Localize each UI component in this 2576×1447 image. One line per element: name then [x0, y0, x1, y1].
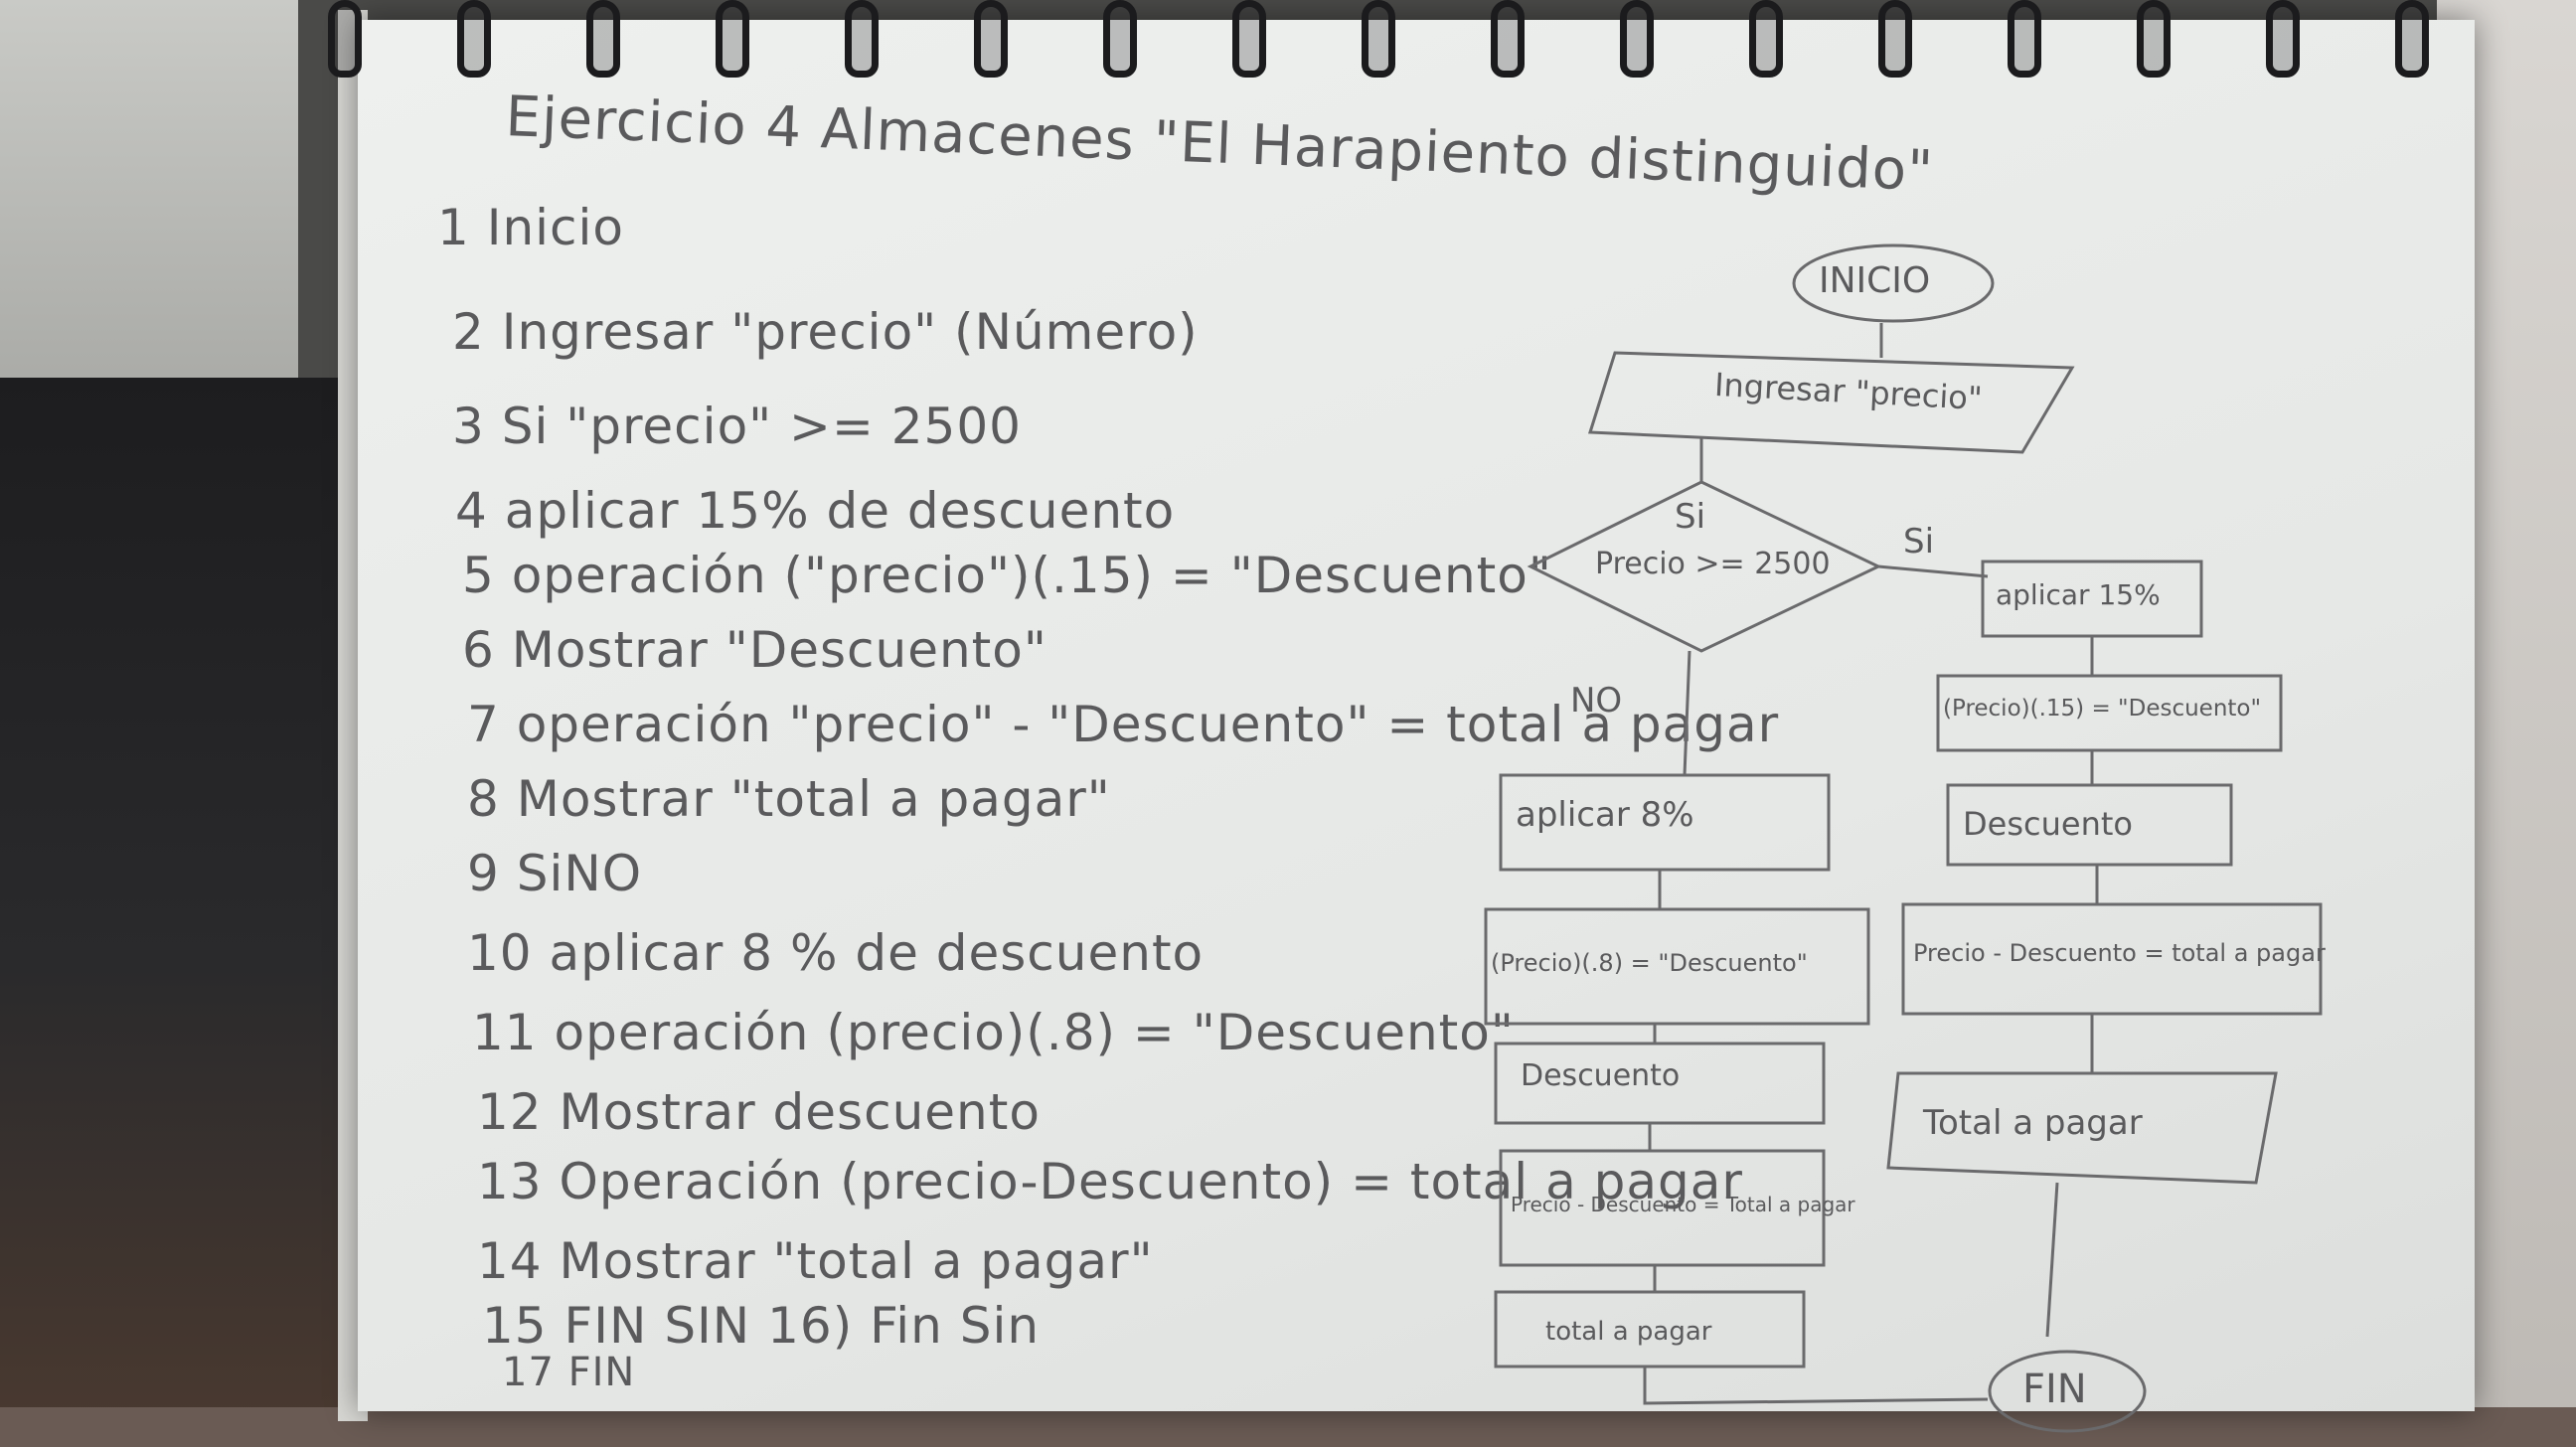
spiral-coil [974, 0, 1008, 78]
step-line: 2 Ingresar "precio" (Número) [452, 303, 1199, 361]
yes-step-label: (Precio)(.15) = "Descuento" [1943, 696, 2262, 722]
yes-step-label: Total a pagar [1923, 1103, 2143, 1143]
yes-step-label: aplicar 15% [1996, 578, 2161, 611]
spiral-coil [457, 0, 491, 78]
no-step-label: aplicar 8% [1516, 795, 1694, 835]
decision-label: Precio >= 2500 [1595, 547, 1831, 581]
decision-si-label: Si [1675, 497, 1706, 537]
no-process-8 [1501, 775, 1829, 870]
yes-output-descuento [1948, 785, 2231, 865]
end-terminal [1990, 1352, 2145, 1431]
end-label: FIN [2022, 1367, 2087, 1412]
yes-process-total [1903, 904, 2321, 1014]
no-output-descuento [1496, 1044, 1824, 1123]
spiral-coil [2137, 0, 2171, 78]
notebook-page [358, 20, 2475, 1411]
spiral-coil [1491, 0, 1525, 78]
spiral-coil [716, 0, 749, 78]
spiral-coil [2266, 0, 2300, 78]
no-process-total [1501, 1151, 1824, 1265]
no-step-label: (Precio)(.8) = "Descuento" [1491, 949, 1808, 977]
background-wall [0, 0, 298, 398]
spiral-coil [586, 0, 620, 78]
spiral-coil [845, 0, 879, 78]
step-line: 10 aplicar 8 % de descuento [467, 924, 1205, 982]
spiral-coil [1620, 0, 1654, 78]
step-line: 4 aplicar 15% de descuento [455, 482, 1176, 540]
start-terminal [1794, 245, 1993, 321]
background-bottom [0, 1407, 2576, 1447]
step-line: 1 Inicio [437, 199, 625, 256]
step-line: 5 operación ("precio")(.15) = "Descuento… [462, 547, 1552, 604]
no-step-label: Precio - Descuento = Total a pagar [1511, 1193, 1855, 1216]
step-line: 11 operación (precio)(.8) = "Descuento" [472, 1004, 1515, 1061]
no-step-label: total a pagar [1545, 1317, 1712, 1347]
step-line: 15 FIN SIN 16) Fin Sin [482, 1297, 1041, 1355]
yes-output-total [1888, 1073, 2276, 1183]
spiral-coil [1103, 0, 1137, 78]
spiral-coil [2008, 0, 2041, 78]
start-label: INICIO [1819, 260, 1931, 301]
step-line: 7 operación "precio" - "Descuento" = tot… [467, 696, 1780, 753]
step-line: 6 Mostrar "Descuento" [462, 621, 1047, 679]
yes-branch-label: Si [1903, 522, 1935, 562]
step-line: 12 Mostrar descuento [477, 1083, 1041, 1141]
yes-step-label: Descuento [1963, 805, 2133, 843]
no-process-calc [1486, 909, 1868, 1024]
step-line: 3 Si "precio" >= 2500 [452, 398, 1022, 455]
no-step-label: Descuento [1521, 1058, 1681, 1093]
no-branch-label: NO [1570, 681, 1623, 721]
step-line: 8 Mostrar "total a pagar" [467, 770, 1111, 828]
input-parallelogram [1590, 353, 2072, 452]
spiral-coil [328, 0, 362, 78]
connector [2047, 1183, 2057, 1337]
yes-step-label: Precio - Descuento = total a pagar [1913, 939, 2326, 967]
connector [1645, 1367, 1988, 1403]
step-line: 13 Operación (precio-Descuento) = total … [477, 1153, 1743, 1210]
no-output-total [1496, 1292, 1804, 1367]
spiral-coil [1362, 0, 1395, 78]
yes-connector [1878, 566, 1988, 576]
background-shadow [0, 378, 358, 1447]
yes-process-calc [1938, 676, 2281, 750]
step-line: 17 FIN [502, 1350, 636, 1395]
step-line: 14 Mostrar "total a pagar" [477, 1232, 1154, 1290]
spiral-coil [1232, 0, 1266, 78]
step-line: 9 SiNO [467, 845, 643, 902]
no-connector [1685, 651, 1690, 775]
spiral-coil [1749, 0, 1783, 78]
spiral-coil [1878, 0, 1912, 78]
decision-diamond [1530, 482, 1878, 651]
spiral-coil [2395, 0, 2429, 78]
